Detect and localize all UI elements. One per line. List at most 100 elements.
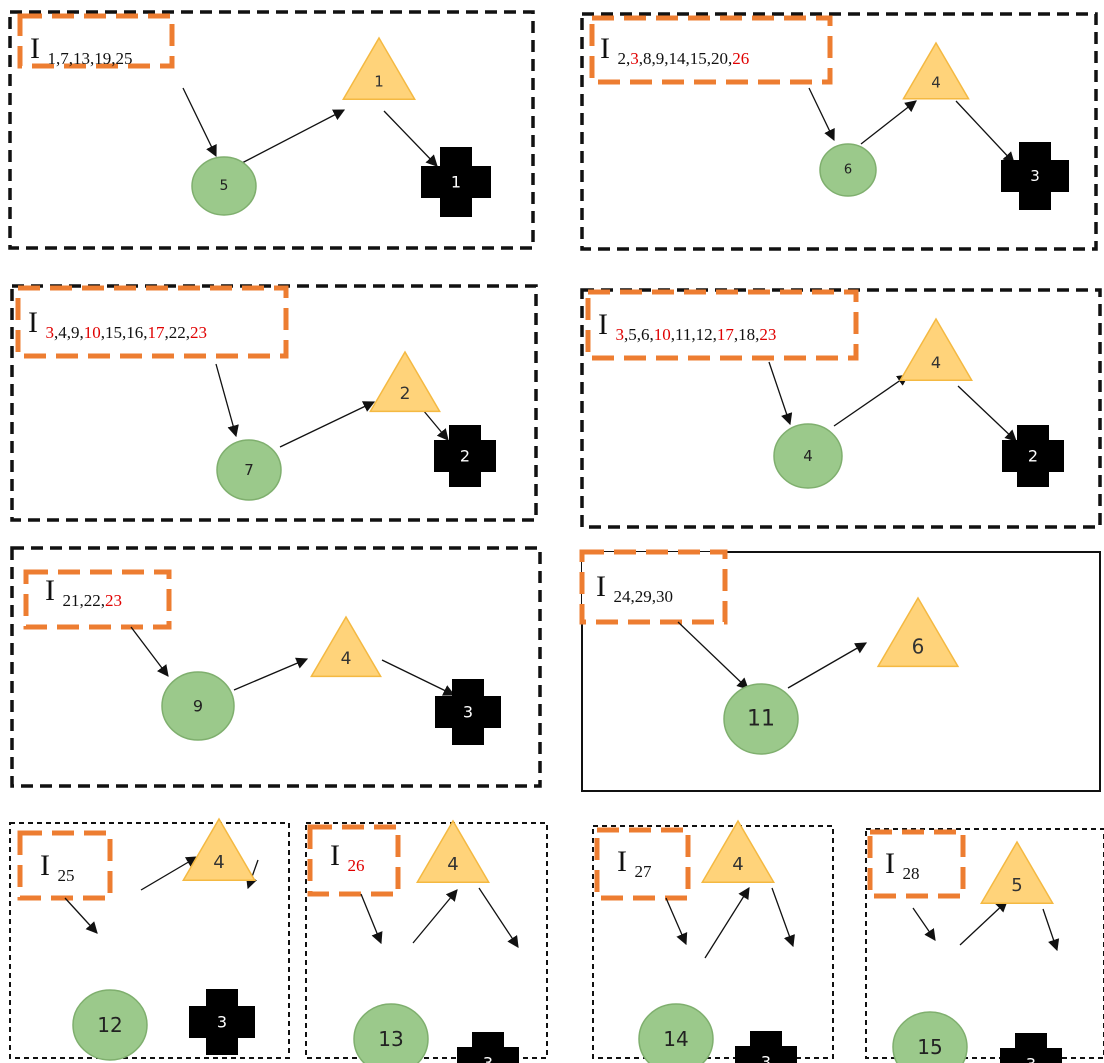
label-letter: I (596, 570, 614, 603)
label-text: I 21,22,23 (45, 574, 122, 610)
subscript-index-highlight: 3 (630, 49, 639, 68)
label-letter: I (885, 847, 903, 880)
subscript-index: ,15,16, (101, 323, 148, 342)
arrow-connector (140, 856, 199, 891)
circle-node (353, 1003, 429, 1063)
cross-node (189, 989, 255, 1055)
cross-node (1000, 1033, 1062, 1063)
label-text: I 1,7,13,19,25 (30, 32, 133, 68)
cross-node-label: 3 (761, 1053, 771, 1063)
label-box (579, 549, 728, 625)
arrow-connector (677, 621, 749, 690)
cross-node-label: 3 (1030, 167, 1040, 185)
panel-frame (580, 288, 1102, 529)
circle-node (773, 423, 843, 489)
arrow-connector (239, 109, 346, 165)
arrow-connector (360, 893, 383, 945)
subscript-index: 28 (903, 864, 920, 883)
subscript-index: ,8,9,14,15,20, (639, 49, 733, 68)
circle-node (723, 683, 799, 755)
arrow-connector (771, 887, 795, 948)
circle-node-label: 13 (378, 1027, 403, 1051)
circle-node (191, 156, 257, 216)
triangle-node (369, 350, 441, 413)
arrow-connector (957, 385, 1017, 442)
subscript-index-highlight: 17 (717, 325, 735, 344)
cross-node-label: 3 (1026, 1055, 1036, 1063)
cross-node-label: 3 (217, 1013, 227, 1032)
label-text: I 28 (885, 847, 920, 883)
label-box (307, 824, 401, 897)
arrow-connector (955, 100, 1015, 164)
label-text: I 27 (617, 845, 652, 881)
cross-node (1002, 425, 1064, 487)
panel-frame (10, 546, 542, 788)
subscript-index-highlight: 23 (759, 325, 776, 344)
subscript-index: 21,22, (63, 591, 106, 610)
triangle-node-label: 4 (931, 353, 941, 372)
subscript-index: 1,7,13,19,25 (48, 49, 133, 68)
subscript-index: ,11,12, (671, 325, 717, 344)
triangle-node (902, 41, 970, 100)
circle-node-label: 7 (244, 461, 254, 479)
panel-frame (581, 551, 1101, 792)
arrow-connector (279, 401, 376, 448)
subscript-index-highlight: 23 (190, 323, 207, 342)
triangle-node (341, 36, 417, 100)
label-box (15, 285, 289, 359)
subscript-index-highlight: 17 (148, 323, 166, 342)
circle-node-label: 14 (663, 1027, 688, 1051)
panel-frame (305, 822, 548, 1059)
label-box (17, 13, 175, 69)
triangle-node (310, 615, 382, 678)
cross-node (421, 147, 491, 217)
circle-node-label: 12 (97, 1013, 122, 1037)
panel-10: I 281553 (865, 828, 1104, 1063)
triangle-node (898, 317, 974, 381)
arrow-connector (412, 889, 458, 944)
label-letter: I (598, 308, 616, 341)
arrow-connector (422, 409, 449, 441)
circle-node (892, 1011, 968, 1063)
panel-frame (9, 822, 290, 1059)
label-letter: I (45, 574, 63, 607)
triangle-node-label: 5 (1011, 875, 1022, 896)
cross-node (1001, 142, 1069, 210)
circle-node (819, 143, 877, 197)
arrow-connector (246, 859, 259, 890)
subscript-index-highlight: 10 (84, 323, 101, 342)
panel-8: I 26 13 4 3 (305, 819, 548, 1063)
label-text: I 2,3,8,9,14,15,20,26 (600, 32, 749, 68)
cross-node (435, 679, 501, 745)
triangle-node-label: 1 (374, 73, 384, 91)
circle-node (72, 989, 148, 1061)
arrow-connector (182, 87, 217, 158)
label-letter: I (40, 849, 58, 882)
arrow-connector (130, 626, 169, 677)
arrow-connector (808, 87, 835, 142)
cross-node (735, 1031, 797, 1063)
subscript-index-highlight: 10 (654, 325, 671, 344)
panel-frame (592, 825, 834, 1059)
triangle-node (876, 596, 960, 668)
arrow-connector (704, 887, 750, 959)
triangle-node-label: 4 (931, 74, 941, 92)
panel-9: I 27 14 4 3 (592, 819, 834, 1063)
label-letter: I (28, 306, 46, 339)
subscript-index-highlight: 26 (732, 49, 749, 68)
triangle-node-label: 4 (447, 854, 458, 875)
panel-frame (865, 828, 1104, 1059)
triangle-node-label: 4 (732, 854, 743, 875)
subscript-index: 25 (58, 866, 75, 885)
panel-frame (580, 12, 1098, 251)
circle-node (638, 1003, 714, 1063)
label-text: I 26 (330, 839, 365, 875)
cross-node-label: 1 (451, 173, 461, 192)
cross-node-label: 3 (483, 1054, 493, 1063)
triangle-node-label: 6 (912, 635, 925, 659)
